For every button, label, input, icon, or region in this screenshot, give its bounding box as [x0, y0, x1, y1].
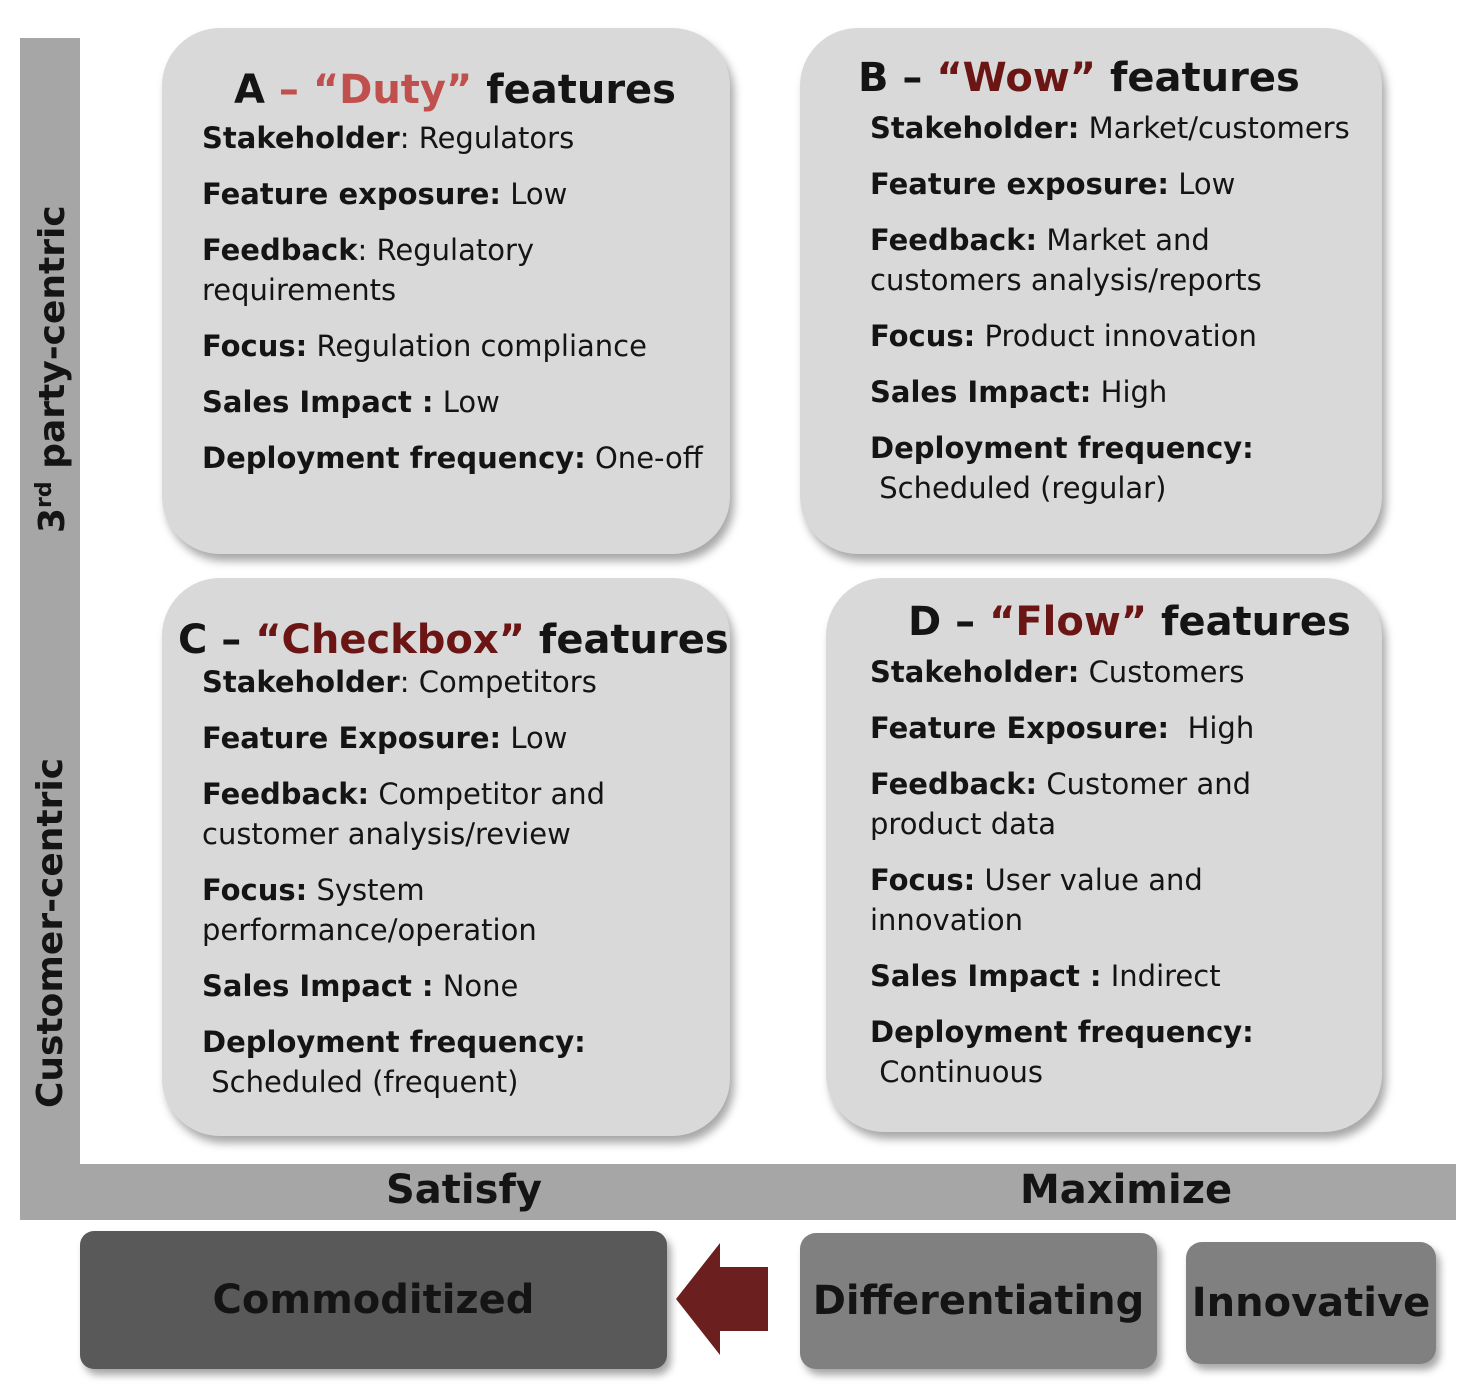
- quadrant-b-field: Feature exposure: Low: [870, 167, 1236, 201]
- quadrant-b-field: Stakeholder: Market/customers: [870, 111, 1350, 145]
- quadrant-c-field: Sales Impact : None: [202, 969, 519, 1003]
- quadrant-a-title: A – “Duty” features: [234, 67, 676, 113]
- quadrant-a-field: Feature exposure: Low: [202, 177, 568, 211]
- axis-label-third-party-centric: 3rd party-centric: [32, 205, 73, 533]
- quadrant-c-title: C – “Checkbox” features: [178, 617, 729, 663]
- quadrant-a-name: “Duty”: [312, 67, 473, 113]
- quadrant-d-field: Deployment frequency: Continuous: [870, 1015, 1254, 1089]
- quadrant-a-field: Stakeholder: Regulators: [202, 121, 575, 155]
- quadrant-c-field: Stakeholder: Competitors: [202, 665, 597, 699]
- quadrant-a-duty: A – “Duty” features Stakeholder: Regulat…: [162, 28, 730, 554]
- quadrant-d-title: D – “Flow” features: [908, 599, 1351, 645]
- quadrant-d-field: Feedback: Customer and product data: [870, 767, 1252, 841]
- innovative-box: Innovative: [1186, 1242, 1436, 1364]
- commoditized-box: Commoditized: [80, 1231, 667, 1369]
- quadrant-a-field: Sales Impact : Low: [202, 385, 500, 419]
- quadrant-c-checkbox: C – “Checkbox” features Stakeholder: Com…: [162, 578, 730, 1136]
- quadrant-a-field: Deployment frequency: One-off: [202, 441, 703, 475]
- left-arrow-icon: [676, 1243, 768, 1355]
- quadrant-b-wow: B – “Wow” features Stakeholder: Market/c…: [800, 28, 1382, 554]
- differentiating-box: Differentiating: [800, 1233, 1157, 1369]
- axis-label-satisfy: Satisfy: [386, 1167, 542, 1213]
- quadrant-c-name: “Checkbox”: [255, 617, 525, 663]
- quadrant-c-field: Feature Exposure: Low: [202, 721, 568, 755]
- quadrant-c-field: Focus: System performance/operation: [202, 873, 537, 947]
- axis-label-customer-centric: Customer-centric: [30, 757, 71, 1108]
- quadrant-d-field: Stakeholder: Customers: [870, 655, 1245, 689]
- quadrant-b-field: Deployment frequency: Scheduled (regular…: [870, 431, 1254, 505]
- quadrant-a-field: Focus: Regulation compliance: [202, 329, 647, 363]
- quadrant-c-field: Feedback: Competitor and customer analys…: [202, 777, 606, 851]
- quadrant-d-name: “Flow”: [989, 599, 1148, 645]
- quadrant-b-field: Focus: Product innovation: [870, 319, 1257, 353]
- quadrant-c-field: Deployment frequency: Scheduled (frequen…: [202, 1025, 586, 1099]
- vertical-axis-bar: [20, 38, 80, 1220]
- quadrant-b-name: “Wow”: [936, 55, 1097, 101]
- axis-label-maximize: Maximize: [1020, 1167, 1233, 1213]
- quadrant-d-flow: D – “Flow” features Stakeholder: Custome…: [826, 578, 1382, 1132]
- quadrant-b-field: Sales Impact: High: [870, 375, 1168, 409]
- quadrant-a-field: Feedback: Regulatory requirements: [202, 233, 535, 307]
- quadrant-d-field: Focus: User value and innovation: [870, 863, 1203, 937]
- quadrant-b-field: Feedback: Market and customers analysis/…: [870, 223, 1262, 297]
- quadrant-d-field: Sales Impact : Indirect: [870, 959, 1221, 993]
- quadrant-b-title: B – “Wow” features: [858, 55, 1300, 101]
- quadrant-d-field: Feature Exposure: High: [870, 711, 1255, 745]
- horizontal-axis-bar: [20, 1164, 1456, 1220]
